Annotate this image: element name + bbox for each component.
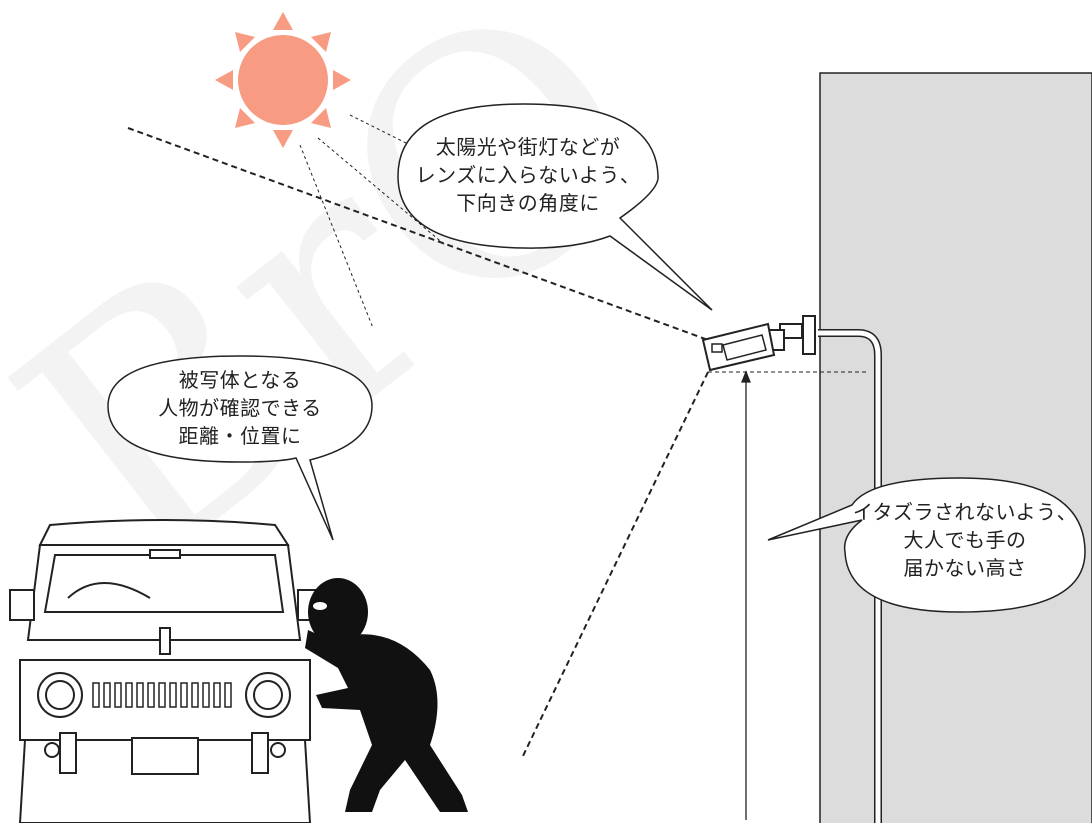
bubble-height-line-2: 大人でも手の (903, 528, 1027, 552)
height-arrow (741, 370, 751, 820)
bubble-height-line-3: 届かない高さ (903, 556, 1027, 580)
security-camera-icon (701, 315, 816, 372)
speech-bubble-sun (397, 103, 713, 311)
bubble-height-line-1: イタズラされないよう、 (852, 500, 1078, 524)
bubble-subject-line-3: 距離・位置に (178, 424, 302, 448)
bubble-sun-line-2: レンズに入らないよう、 (415, 163, 641, 187)
bubble-text-sun: 太陽光や街灯などが レンズに入らないよう、 下向きの角度に (400, 133, 656, 217)
bubble-text-height: イタズラされないよう、 大人でも手の 届かない高さ (842, 498, 1088, 582)
speech-bubble-height (767, 477, 1086, 613)
bubble-subject-line-1: 被写体となる (178, 368, 302, 392)
bubble-sun-line-1: 太陽光や街灯などが (435, 135, 621, 159)
sun-icon (215, 12, 351, 148)
camera-view-line-lower (521, 371, 709, 759)
speech-bubble-subject (107, 355, 373, 541)
cable-conduit (818, 329, 882, 823)
bubble-sun-line-3: 下向きの角度に (456, 191, 600, 215)
bubble-text-subject: 被写体となる 人物が確認できる 距離・位置に (110, 366, 370, 450)
car-icon (9, 519, 323, 823)
bubble-subject-line-2: 人物が確認できる (158, 396, 322, 420)
burglar-icon (305, 578, 468, 812)
burglar-eyes (313, 602, 327, 610)
sun-ray-lines (299, 114, 446, 329)
wall (819, 72, 1092, 823)
camera-view-line-upper (127, 127, 709, 341)
